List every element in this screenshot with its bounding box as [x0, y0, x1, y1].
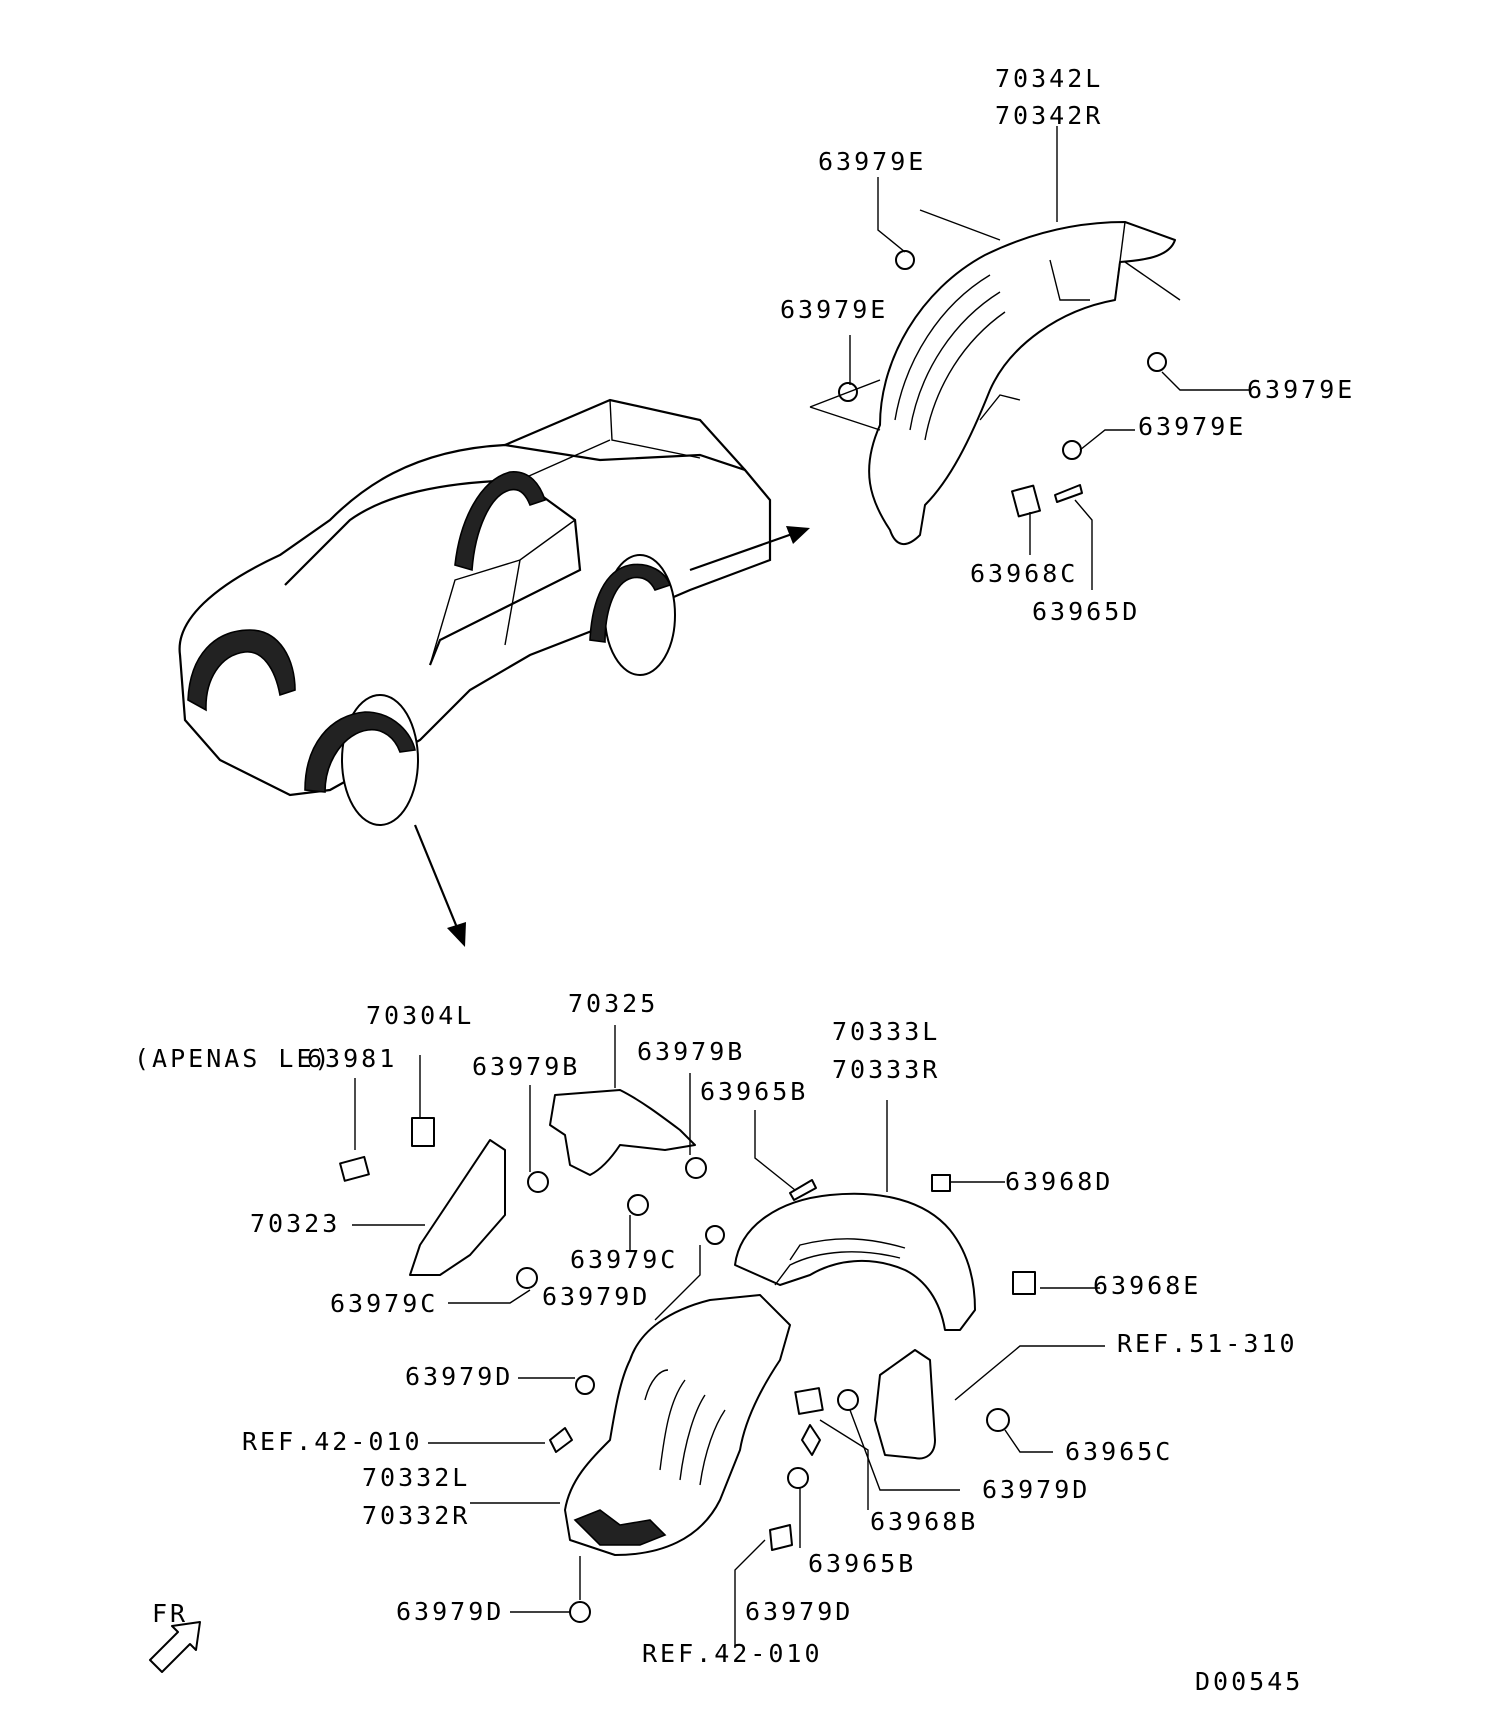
label-apenas-le: (APENAS LE) — [134, 1044, 333, 1073]
label-ref-42-010-bottom: REF.42-010 — [642, 1639, 823, 1668]
label-70333R: 70333R — [832, 1055, 940, 1084]
front-wheel-liner-assembly — [409, 1089, 976, 1556]
label-63981: 63981 — [307, 1044, 397, 1073]
label-63979E-mid: 63979E — [1138, 412, 1246, 441]
label-70323: 70323 — [250, 1209, 340, 1238]
pin-icon — [549, 1427, 573, 1453]
label-63979E-right: 63979E — [1247, 375, 1355, 404]
clip-icon — [1147, 352, 1167, 372]
nut-clip-icon — [1012, 1271, 1036, 1295]
bolt-icon — [986, 1408, 1010, 1432]
label-63965B-top: 63965B — [700, 1077, 808, 1106]
label-70325: 70325 — [568, 989, 658, 1018]
label-63979D-center: 63979D — [542, 1282, 650, 1311]
label-70332R: 70332R — [362, 1501, 470, 1530]
label-63979E-left: 63979E — [780, 295, 888, 324]
label-63968B: 63968B — [870, 1507, 978, 1536]
vehicle-illustration — [178, 398, 772, 826]
clip-icon — [527, 1171, 549, 1193]
diagram-id: D00545 — [1195, 1667, 1303, 1696]
part-labels: 70342L 70342R 63979E 63979E 63979E 63979… — [134, 64, 1355, 1696]
label-63965B-bottom: 63965B — [808, 1549, 916, 1578]
label-63965D: 63965D — [1032, 597, 1140, 626]
pointer-arrows — [413, 526, 810, 947]
clip-icon — [516, 1267, 538, 1289]
label-63968D: 63968D — [1005, 1167, 1113, 1196]
front-fasteners — [339, 1117, 1036, 1623]
clip-icon — [895, 250, 915, 270]
label-70304L: 70304L — [366, 1001, 474, 1030]
bolt-icon — [339, 1155, 370, 1182]
nut-clip-icon — [794, 1387, 824, 1415]
clip-icon — [569, 1601, 591, 1623]
front-direction-indicator — [149, 1621, 201, 1673]
clip-icon — [1062, 440, 1082, 460]
label-63965C: 63965C — [1065, 1437, 1173, 1466]
label-70333L: 70333L — [832, 1017, 940, 1046]
label-63979D-bottom-right: 63979D — [745, 1597, 853, 1626]
fr-arrow-icon — [149, 1621, 201, 1673]
label-70332L: 70332L — [362, 1463, 470, 1492]
label-fr: FR — [152, 1599, 188, 1628]
rear-leader-lines — [809, 126, 1250, 590]
label-63979B-left: 63979B — [472, 1052, 580, 1081]
label-ref-51-310: REF.51-310 — [1117, 1329, 1298, 1358]
pin-icon — [769, 1524, 793, 1551]
label-63979B-right: 63979B — [637, 1037, 745, 1066]
rear-wheel-liner — [868, 221, 1181, 545]
label-70342L: 70342L — [995, 64, 1103, 93]
label-63968C: 63968C — [970, 559, 1078, 588]
screw-icon — [1054, 484, 1083, 503]
clip-icon — [837, 1389, 859, 1411]
label-63979D-right: 63979D — [982, 1475, 1090, 1504]
clip-icon — [685, 1157, 707, 1179]
label-63979E-top: 63979E — [818, 147, 926, 176]
label-70342R: 70342R — [995, 101, 1103, 130]
clip-icon — [787, 1467, 809, 1489]
nut-clip-icon — [1011, 484, 1041, 518]
label-63979D-bottom-left: 63979D — [396, 1597, 504, 1626]
label-63968E: 63968E — [1093, 1271, 1201, 1300]
clip-icon — [705, 1225, 725, 1245]
screw-icon — [789, 1179, 817, 1201]
front-leader-lines — [352, 1025, 1105, 1648]
clip-icon — [627, 1194, 649, 1216]
label-63979C-left: 63979C — [330, 1289, 438, 1318]
label-63979D-left: 63979D — [405, 1362, 513, 1391]
nut-clip-icon — [931, 1174, 951, 1192]
label-63979C-center: 63979C — [570, 1245, 678, 1274]
label-ref-42-010-left: REF.42-010 — [242, 1427, 423, 1456]
clip-icon — [575, 1375, 595, 1395]
screw-icon — [801, 1424, 821, 1456]
bracket-plate-icon — [411, 1117, 435, 1147]
